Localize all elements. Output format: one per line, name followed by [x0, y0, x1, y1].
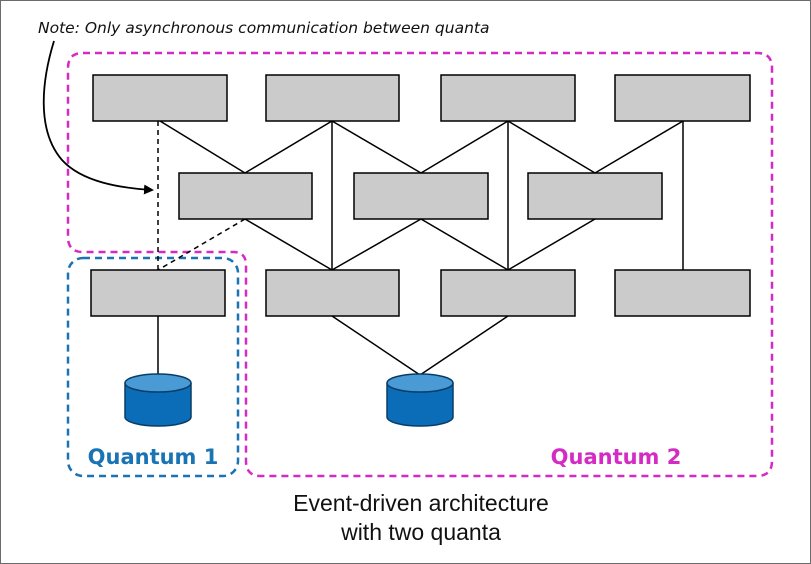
service-box — [614, 74, 751, 122]
service-box — [265, 269, 400, 317]
quantum-2-boundary — [66, 51, 774, 478]
note-arrow — [42, 40, 154, 195]
service-box — [440, 269, 576, 317]
quantum-1-label: Quantum 1 — [88, 445, 219, 469]
quantum-1-boundary — [66, 256, 240, 478]
caption-line-2: with two quanta — [340, 519, 501, 545]
service-box — [92, 74, 228, 122]
async-link-diagonal — [157, 218, 246, 271]
database-icon — [386, 373, 454, 427]
service-box — [90, 269, 226, 317]
service-box — [527, 172, 663, 220]
service-box — [440, 74, 576, 122]
service-connections — [157, 120, 684, 376]
note-text: Note: Only asynchronous communication be… — [38, 19, 489, 37]
service-box — [265, 74, 400, 122]
database-icon — [124, 373, 192, 427]
service-boxes — [90, 74, 751, 317]
service-box — [353, 172, 489, 220]
caption-line-1: Event-driven architecture — [293, 490, 549, 516]
service-box — [178, 172, 313, 220]
service-box — [614, 269, 751, 317]
quantum-2-label: Quantum 2 — [551, 445, 682, 469]
